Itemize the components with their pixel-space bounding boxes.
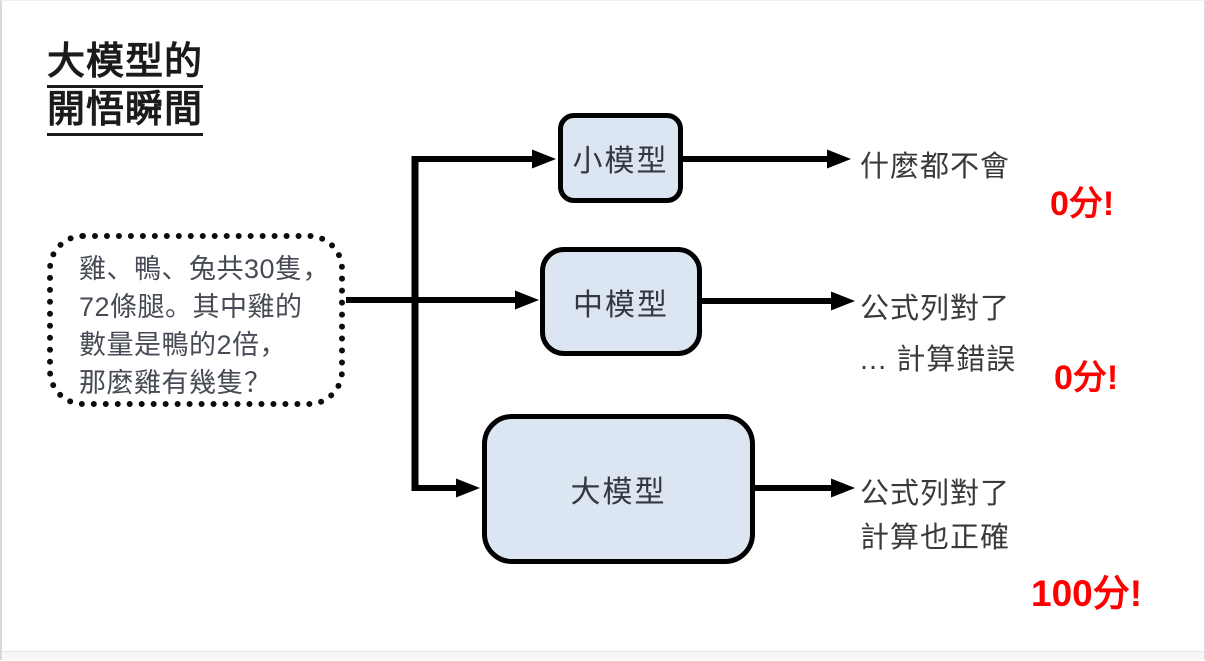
model-label-mid: 中模型 [573,288,669,322]
result-small-line-1: 什麼都不會 [860,151,1011,183]
title-line-2: 開悟瞬間 [47,89,204,136]
score-large-model: 100分! [1031,573,1143,614]
diagram-title: 大模型的 開悟瞬間 [47,41,204,137]
score-mid-model: 0分! [1054,359,1119,397]
question-box: 雞、鴨、兔共30隻， 72條腿。其中雞的 數量是鴨的2倍， 那麼雞有幾隻？ [47,233,345,407]
question-line-4: 那麼雞有幾隻？ [79,368,272,398]
arrow-branch-to-large-model [412,478,480,498]
model-box-mid: 中模型 [540,247,702,356]
model-box-large: 大模型 [482,414,755,564]
result-large-line-1: 公式列對了 [860,478,1011,510]
result-mid-line-2: ... 計算錯誤 [860,344,1017,376]
arrow-branch-to-small-model [412,149,556,169]
model-label-small: 小模型 [572,145,669,178]
canvas-bottom-edge [2,651,1204,660]
arrow-question-to-mid-model [346,290,539,310]
arrow-large-model-to-result [755,478,855,498]
model-box-small: 小模型 [558,113,683,203]
result-large-line-2: 計算也正確 [860,522,1011,554]
question-line-2: 72條腿。其中雞的 [79,292,303,322]
question-line-1: 雞、鴨、兔共30隻， [79,254,331,284]
question-line-3: 數量是鴨的2倍， [79,330,288,360]
title-line-1: 大模型的 [47,41,204,88]
arrow-mid-model-to-result [702,291,855,311]
arrow-small-model-to-result [683,149,851,169]
score-small-model: 0分! [1050,185,1115,223]
result-mid-line-1: 公式列對了 [860,293,1011,325]
model-label-large: 大模型 [570,476,667,509]
